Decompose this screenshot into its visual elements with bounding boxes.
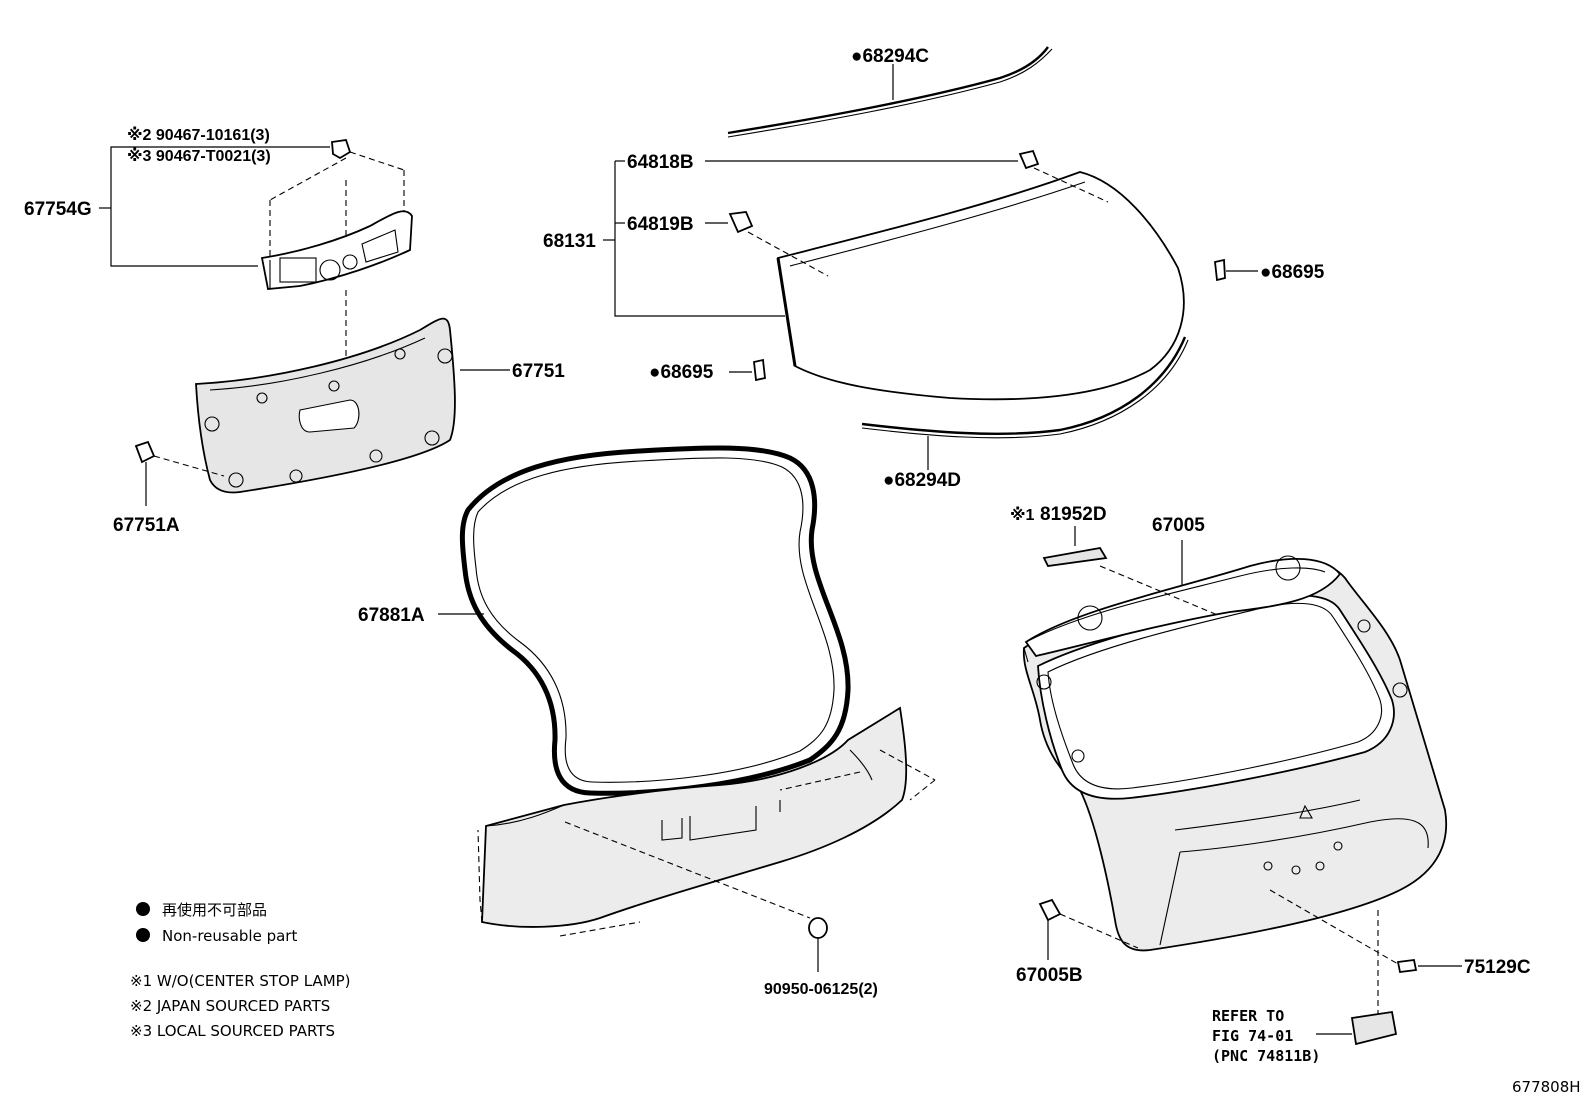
label-90950: 90950-06125(2) bbox=[764, 981, 878, 998]
label-67754g: 67754G bbox=[24, 199, 92, 220]
non-reusable-dot-icon bbox=[136, 902, 150, 916]
spoiler-67005 bbox=[1024, 555, 1342, 658]
label-67751: 67751 bbox=[512, 361, 565, 382]
label-67881a: 67881A bbox=[358, 605, 425, 626]
note-1: ※1 W/O(CENTER STOP LAMP) bbox=[130, 972, 351, 990]
label-67005b: 67005B bbox=[1016, 965, 1083, 986]
non-reusable-dot-icon bbox=[136, 928, 150, 942]
screw-90467 bbox=[331, 139, 352, 160]
legend-en: Non-reusable part bbox=[162, 927, 297, 945]
clip-64819b bbox=[728, 211, 754, 234]
ref-line-1: REFER TO bbox=[1212, 1007, 1284, 1025]
bracket-68131 bbox=[614, 161, 785, 317]
molding-68294c bbox=[727, 46, 1053, 138]
body-opening-panel bbox=[477, 706, 908, 928]
label-81952d: 81952D bbox=[1040, 504, 1107, 525]
label-90467-10161: ※2 90467-10161(3) bbox=[127, 126, 270, 144]
note-2: ※2 JAPAN SOURCED PARTS bbox=[130, 997, 330, 1015]
clip-64818b bbox=[1018, 149, 1040, 170]
cushion-67005b bbox=[1038, 898, 1062, 922]
clip-75129c bbox=[1396, 959, 1418, 973]
figure-code: 677808H bbox=[1512, 1078, 1581, 1096]
back-door-panel-67005 bbox=[1022, 561, 1448, 952]
plug-90950 bbox=[808, 917, 828, 939]
bracket-67754g bbox=[110, 146, 309, 267]
legend-jp: 再使用不可部品 bbox=[162, 901, 267, 919]
label-67751a: 67751A bbox=[113, 515, 180, 536]
label-90467-t0021: ※3 90467-T0021(3) bbox=[127, 147, 271, 165]
cover-81952d bbox=[1042, 547, 1108, 567]
assy-67754g bbox=[260, 210, 413, 290]
note-3: ※3 LOCAL SOURCED PARTS bbox=[130, 1022, 335, 1040]
ref-line-2: FIG 74-01 bbox=[1212, 1027, 1293, 1045]
ref-line-3: (PNC 74811B) bbox=[1212, 1047, 1320, 1065]
label-68294c: ●68294C bbox=[851, 46, 929, 67]
clip-67751a bbox=[134, 440, 156, 464]
label-68695-right: ●68695 bbox=[1260, 262, 1325, 283]
molding-68294d bbox=[861, 336, 1189, 439]
label-64819b: 64819B bbox=[627, 214, 694, 235]
label-68695-left: ●68695 bbox=[649, 362, 714, 383]
label-64818b: 64818B bbox=[627, 152, 694, 173]
label-75129c: 75129C bbox=[1464, 957, 1531, 978]
back-window-glass-68131 bbox=[776, 171, 1185, 401]
trim-board-67751 bbox=[195, 317, 456, 494]
weatherstrip-67881a bbox=[459, 445, 851, 796]
license-lamp-ref bbox=[1350, 1010, 1398, 1046]
spacer-68695-left bbox=[753, 358, 766, 382]
label-68131: 68131 bbox=[543, 231, 596, 252]
label-81952d-mark: ※1 bbox=[1010, 506, 1035, 524]
label-67005: 67005 bbox=[1152, 515, 1205, 536]
spacer-68695-right bbox=[1214, 258, 1226, 282]
label-68294d: ●68294D bbox=[883, 470, 961, 491]
